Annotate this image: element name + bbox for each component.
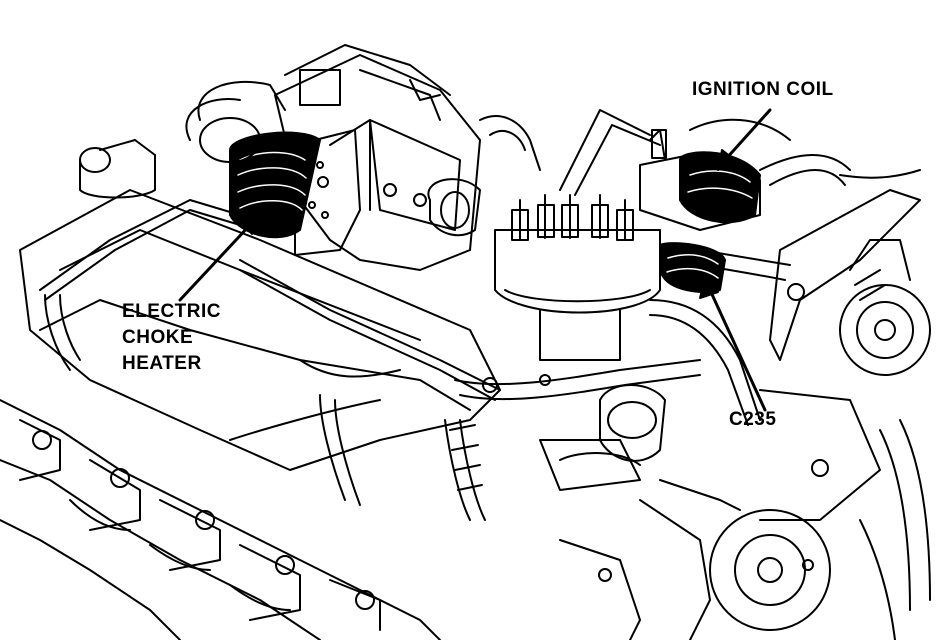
- choke-assembly: [294, 129, 361, 256]
- choke-label-line-1: ELECTRIC: [122, 301, 221, 322]
- c235-connector: [659, 242, 726, 293]
- wiring-harness: [444, 359, 701, 521]
- left-lines: [39, 199, 501, 401]
- oil-cap: [79, 139, 156, 199]
- thermostat-housing: [427, 178, 666, 491]
- water-pump: [559, 479, 831, 640]
- spark-plugs: [19, 419, 381, 631]
- arrow-c235-head: [699, 277, 719, 299]
- alternator: [839, 239, 931, 376]
- arrow-choke-heater: [178, 223, 252, 302]
- electric-choke-heater-label: ELECTRIC CHOKE HEATER: [122, 299, 221, 377]
- distributor: [494, 109, 661, 361]
- c235-connector-label: C235: [729, 409, 777, 430]
- alternator-bracket: [759, 189, 921, 521]
- arrow-choke-heater-head: [241, 215, 259, 235]
- choke-label-line-3: HEATER: [122, 353, 202, 374]
- arrow-c235: [708, 288, 767, 412]
- ignition-coil-label: IGNITION COIL: [692, 79, 834, 100]
- choke-heater: [229, 131, 321, 239]
- arrow-ignition-coil-head: [717, 149, 736, 171]
- arrow-heads: [241, 149, 736, 299]
- arrow-ignition-coil: [723, 108, 772, 162]
- upper-hoses: [649, 154, 921, 426]
- air-intake: [185, 80, 541, 171]
- ignition-coil: [639, 118, 791, 231]
- callout-arrows: [178, 108, 772, 412]
- choke-label-line-2: CHOKE: [122, 327, 194, 348]
- carburetor: [274, 44, 481, 271]
- fan-pulley: [859, 419, 931, 640]
- valve-cover-left: [19, 189, 501, 506]
- exhaust-manifold: [0, 399, 441, 640]
